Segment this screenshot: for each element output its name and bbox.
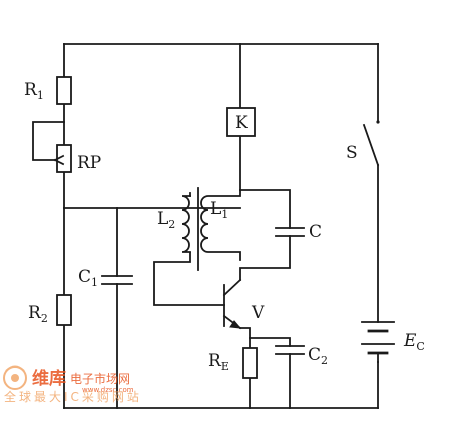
tank-top (239, 189, 291, 229)
label-v: V (251, 303, 265, 323)
label-c2: C2 (308, 345, 328, 367)
resistor-re (242, 347, 258, 379)
label-l2: L2 (157, 209, 175, 231)
rp-wiper-loop (32, 121, 65, 161)
capacitor-c (275, 227, 305, 237)
watermark-url: www.dzsc.com (82, 386, 134, 394)
switch-s (362, 120, 380, 167)
label-k: K (235, 113, 248, 133)
label-ec: EC (403, 331, 425, 353)
label-r1: R1 (24, 80, 44, 102)
watermark-brand: 维库 (32, 368, 66, 389)
watermark-tagline: 电子市场网 (70, 371, 130, 386)
wires (32, 43, 379, 409)
label-r2: R2 (28, 303, 48, 325)
resistor-r1 (56, 76, 72, 105)
capacitor-c2 (275, 345, 305, 355)
watermark: 维库 电子市场网 www.dzsc.com 全球最大IC采购网站 (3, 365, 142, 404)
battery-ec (361, 321, 395, 363)
relay-k (226, 107, 256, 137)
label-re: RE (208, 351, 229, 373)
label-s: S (346, 143, 358, 163)
inductor-l1 (200, 189, 241, 261)
label-l1: L1 (210, 199, 228, 221)
watermark-logo-icon (3, 365, 27, 390)
tank-bottom (239, 235, 291, 281)
rp-wiper-arrow (53, 154, 65, 166)
l2-bottom-lead (153, 252, 225, 306)
label-rp: RP (77, 153, 101, 173)
capacitor-c1 (101, 275, 133, 285)
label-c1: C1 (78, 267, 98, 289)
transistor-v (222, 278, 242, 330)
watermark-slogan: 全球最大IC采购网站 (4, 389, 142, 404)
inductor-l2 (181, 195, 191, 253)
resistor-r2 (56, 294, 72, 326)
emitter-node (239, 327, 291, 347)
label-c: C (309, 222, 322, 242)
